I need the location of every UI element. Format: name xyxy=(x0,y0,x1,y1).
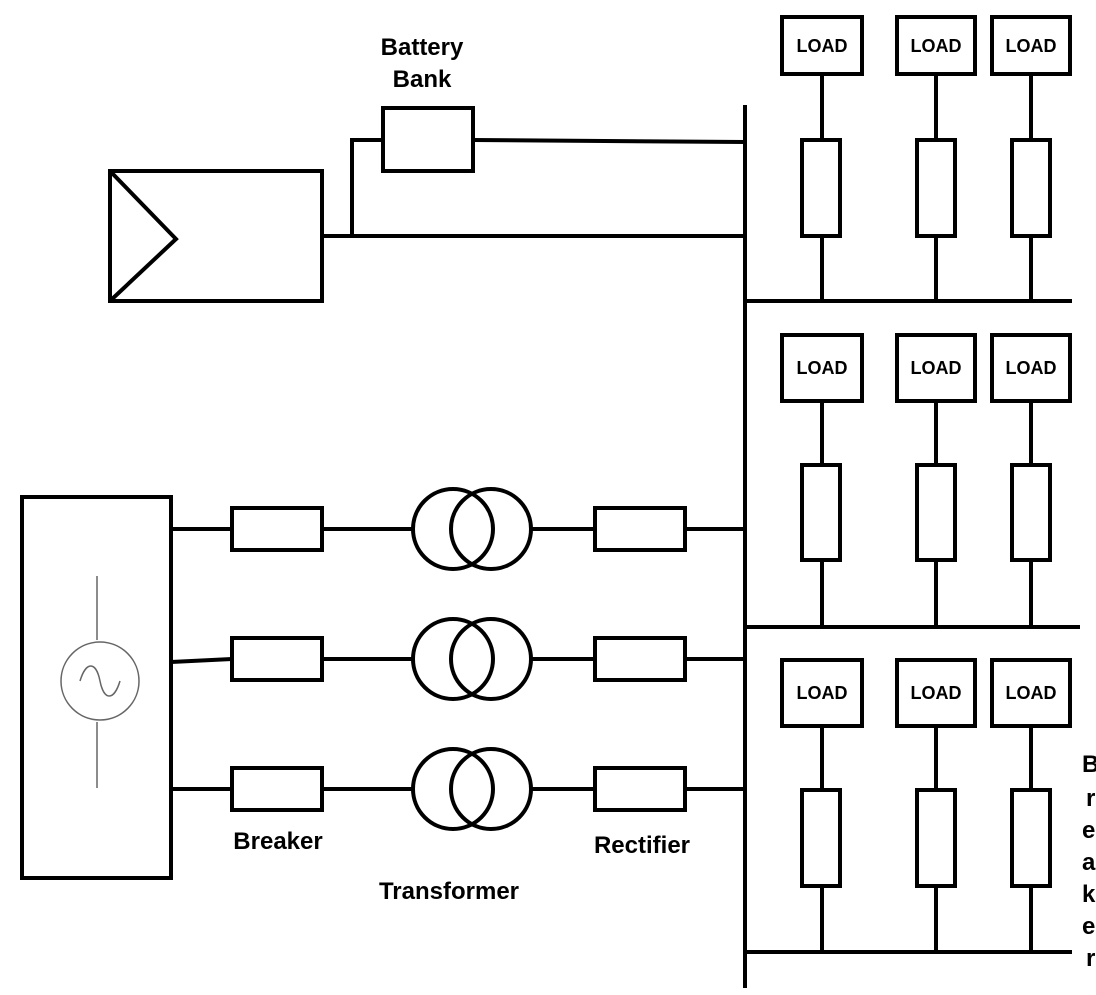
load-fuse-box xyxy=(915,138,957,238)
cropped-letter: r xyxy=(1086,945,1095,972)
breaker-label: Breaker xyxy=(233,828,322,855)
rectifier-box xyxy=(593,766,687,812)
load-label: LOAD xyxy=(797,358,848,378)
cropped-letter: a xyxy=(1082,849,1096,876)
load-branch: LOAD xyxy=(895,15,977,301)
load-branch: LOAD xyxy=(895,333,977,627)
transformer-coil-primary-icon xyxy=(411,487,495,571)
load-label: LOAD xyxy=(911,358,962,378)
feeder-wire xyxy=(170,657,233,664)
load-label: LOAD xyxy=(911,36,962,56)
cropped-letter: B xyxy=(1082,751,1096,778)
load-branch: LOAD xyxy=(780,333,864,627)
transformer-label: Transformer xyxy=(379,878,519,905)
load-row-3: LOAD LOAD LOAD xyxy=(745,658,1072,954)
load-branch: LOAD xyxy=(990,15,1072,301)
load-row-2: LOAD LOAD LOAD xyxy=(745,333,1080,629)
load-fuse-box xyxy=(915,788,957,888)
pv-source: Battery Bank xyxy=(108,34,746,303)
load-fuse-box xyxy=(800,463,842,562)
battery-bank-label-line2: Bank xyxy=(393,66,452,93)
load-branch: LOAD xyxy=(990,333,1072,627)
sine-wave-icon xyxy=(79,665,121,697)
load-label: LOAD xyxy=(797,683,848,703)
feeder-1 xyxy=(171,487,745,571)
transformer-coil-primary-icon xyxy=(411,617,495,701)
load-fuse-box xyxy=(800,138,842,238)
battery-bank-label-line1: Battery xyxy=(381,34,464,61)
cropped-letter: e xyxy=(1082,817,1095,844)
feeder-3 xyxy=(171,747,745,831)
rectifier-box xyxy=(593,636,687,682)
load-fuse-box xyxy=(800,788,842,888)
load-label: LOAD xyxy=(1006,36,1057,56)
load-fuse-box xyxy=(915,463,957,562)
load-branch: LOAD xyxy=(780,15,864,301)
battery-bank-box xyxy=(381,106,475,173)
load-label: LOAD xyxy=(797,36,848,56)
breaker-box xyxy=(230,766,324,812)
cropped-letter: e xyxy=(1082,913,1095,940)
load-label: LOAD xyxy=(1006,358,1057,378)
load-row-1: LOAD LOAD LOAD xyxy=(745,15,1072,303)
rectifier-label: Rectifier xyxy=(594,832,690,859)
ac-generator xyxy=(20,495,173,880)
load-branch: LOAD xyxy=(780,658,864,952)
transformer-coil-primary-icon xyxy=(411,747,495,831)
generator-ac-icon xyxy=(60,641,140,721)
cropped-letter: k xyxy=(1082,881,1096,908)
load-label: LOAD xyxy=(911,683,962,703)
breaker-box xyxy=(230,636,324,682)
load-branch: LOAD xyxy=(895,658,977,952)
rectifier-box xyxy=(593,506,687,552)
pv-panel-box xyxy=(108,169,324,303)
breaker-box xyxy=(230,506,324,552)
cropped-letter: r xyxy=(1086,785,1095,812)
battery-feed-wire xyxy=(472,138,746,144)
load-fuse-box xyxy=(1010,788,1052,888)
pv-triangle-icon xyxy=(108,169,179,303)
load-branch: LOAD xyxy=(990,658,1072,952)
feeder-2 xyxy=(170,617,745,701)
load-label: LOAD xyxy=(1006,683,1057,703)
battery-branch-wire xyxy=(350,138,383,236)
generator-box xyxy=(20,495,173,880)
load-fuse-box xyxy=(1010,463,1052,562)
load-fuse-box xyxy=(1010,138,1052,238)
cropped-edge-label: B r e a k e r xyxy=(1082,751,1096,972)
